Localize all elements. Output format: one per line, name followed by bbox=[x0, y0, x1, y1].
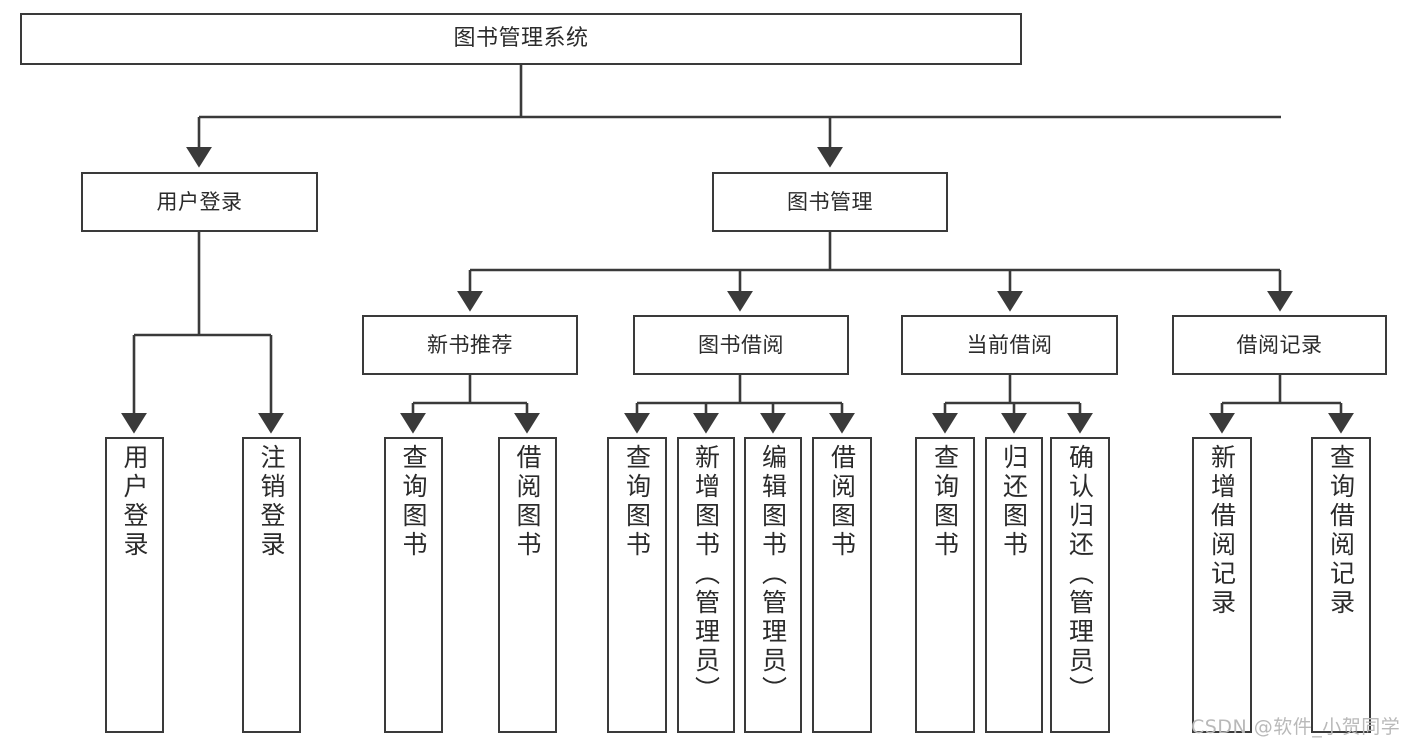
leaf-query-borrow-record[interactable]: 查询借阅记录 bbox=[1311, 437, 1371, 733]
node-label: 借阅记录 bbox=[1236, 332, 1323, 357]
node-book-borrow[interactable]: 图书借阅 bbox=[633, 315, 849, 375]
node-label: 图书管理 bbox=[787, 189, 873, 214]
node-label: 借阅图书 bbox=[827, 444, 857, 560]
leaf-edit-book-admin[interactable]: 编辑图书（管理员） bbox=[744, 437, 802, 733]
leaf-query-book-borrow[interactable]: 查询图书 bbox=[607, 437, 667, 733]
node-label: 确认归还（管理员） bbox=[1065, 444, 1095, 705]
leaf-query-book-new-recommendation[interactable]: 查询图书 bbox=[384, 437, 443, 733]
leaf-query-book-current[interactable]: 查询图书 bbox=[915, 437, 975, 733]
leaf-add-borrow-record[interactable]: 新增借阅记录 bbox=[1192, 437, 1252, 733]
node-current-borrow[interactable]: 当前借阅 bbox=[901, 315, 1118, 375]
node-label: 用户登录 bbox=[120, 444, 149, 560]
node-label: 新书推荐 bbox=[427, 332, 513, 357]
leaf-user-login[interactable]: 用户登录 bbox=[105, 437, 164, 733]
leaf-add-book-admin[interactable]: 新增图书（管理员） bbox=[677, 437, 735, 733]
leaf-borrow-book[interactable]: 借阅图书 bbox=[812, 437, 872, 733]
node-label: 图书借阅 bbox=[698, 332, 784, 357]
leaf-logout[interactable]: 注销登录 bbox=[242, 437, 301, 733]
csdn-watermark: CSDN @软件_小贺同学 bbox=[1191, 716, 1401, 738]
node-label: 归还图书 bbox=[999, 444, 1029, 560]
leaf-borrow-book-new-recommendation[interactable]: 借阅图书 bbox=[498, 437, 557, 733]
leaf-return-book[interactable]: 归还图书 bbox=[985, 437, 1043, 733]
node-label: 借阅图书 bbox=[513, 444, 542, 560]
node-label: 当前借阅 bbox=[966, 332, 1053, 357]
node-label: 查询图书 bbox=[399, 444, 428, 560]
node-label: 用户登录 bbox=[156, 189, 243, 214]
node-root-book-management-system[interactable]: 图书管理系统 bbox=[20, 13, 1022, 65]
node-user-login[interactable]: 用户登录 bbox=[81, 172, 318, 232]
node-borrow-record[interactable]: 借阅记录 bbox=[1172, 315, 1387, 375]
node-label: 查询图书 bbox=[622, 444, 652, 560]
leaf-confirm-return-admin[interactable]: 确认归还（管理员） bbox=[1050, 437, 1110, 733]
node-label: 查询图书 bbox=[930, 444, 960, 560]
node-label: 注销登录 bbox=[257, 444, 286, 560]
node-label: 查询借阅记录 bbox=[1326, 444, 1356, 618]
node-label: 新增图书（管理员） bbox=[691, 444, 721, 705]
node-label: 图书管理系统 bbox=[453, 26, 589, 52]
node-new-book-recommendation[interactable]: 新书推荐 bbox=[362, 315, 578, 375]
node-label: 编辑图书（管理员） bbox=[758, 444, 788, 705]
node-book-management[interactable]: 图书管理 bbox=[712, 172, 948, 232]
node-label: 新增借阅记录 bbox=[1207, 444, 1237, 618]
